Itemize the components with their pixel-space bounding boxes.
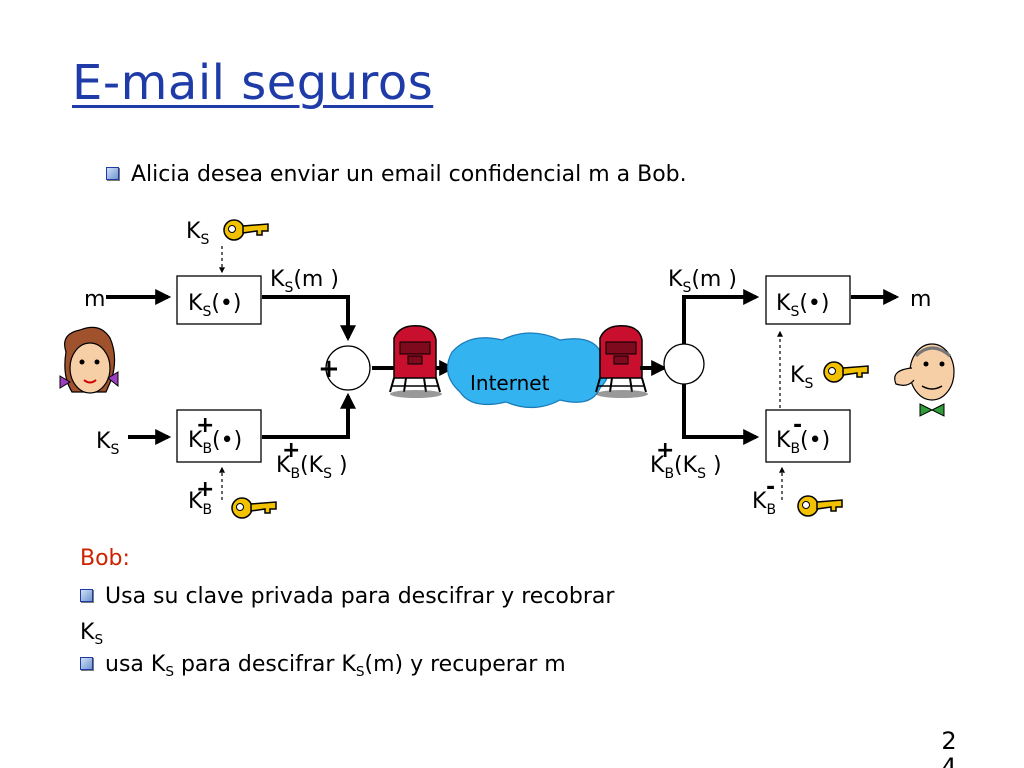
ks-key-label: KS — [186, 219, 209, 248]
public-key-encrypt-box — [176, 409, 262, 463]
page-title: E-mail seguros — [72, 55, 434, 111]
kb-ks-input-label: KB(KS ) — [650, 453, 722, 482]
kb-ks-output-label: KB(KS ) — [276, 453, 348, 482]
bob-bullet-1-continuation: KS — [80, 620, 104, 648]
internet-cloud — [446, 332, 610, 409]
bob-avatar-icon — [894, 343, 955, 417]
kb-private-key-icon — [797, 495, 843, 517]
symmetric-decrypt-label: KS(•) — [776, 291, 829, 320]
kb-private-key-minus: - — [766, 475, 775, 500]
ks-input-label: KS — [96, 429, 119, 458]
private-key-minus-sign: - — [793, 413, 802, 438]
split-circle — [663, 343, 705, 385]
kb-public-key-label: KB — [188, 489, 212, 518]
ks-m-input-arrow — [682, 289, 760, 344]
message-output-label: m — [910, 287, 931, 312]
recovered-ks-label: KS — [790, 363, 813, 392]
bob-heading: Bob: — [80, 546, 130, 571]
alice-avatar-icon — [59, 326, 119, 394]
ks-m-output-arrow — [262, 295, 356, 342]
private-key-decrypt-box — [765, 409, 851, 463]
ks-m-input-label: KS(m ) — [668, 267, 737, 296]
bob-bullet-2: usa KS para descifrar KS(m) y recuperar … — [80, 652, 566, 680]
sender-mailbox-icon — [389, 324, 443, 399]
kb-ks-output-arrow — [262, 392, 356, 439]
combine-circle — [325, 345, 371, 391]
internet-label: Internet — [470, 371, 550, 395]
kb-ks-input-plus: + — [656, 438, 674, 463]
symmetric-encrypt-label: KS(•) — [188, 291, 241, 320]
bob-bullet-1: Usa su clave privada para descifrar y re… — [80, 584, 614, 609]
symmetric-decrypt-box — [765, 275, 851, 325]
ks-key-icon — [223, 219, 269, 241]
symmetric-encrypt-box — [176, 275, 262, 325]
ks-m-output-label: KS(m ) — [270, 267, 339, 296]
intro-bullet: Alicia desea enviar un email confidencia… — [106, 162, 687, 187]
public-key-plus-sign: + — [196, 413, 214, 438]
kb-private-key-label: KB — [752, 489, 776, 518]
combine-plus-sign: + — [318, 354, 340, 384]
kb-ks-input-arrow — [682, 384, 760, 445]
public-key-encrypt-label: KB(•) — [188, 428, 242, 457]
bullet-icon — [80, 589, 93, 602]
bullet-icon — [80, 657, 93, 670]
private-key-decrypt-label: KB(•) — [776, 428, 830, 457]
kb-public-key-icon — [231, 497, 277, 519]
kb-public-key-plus: + — [196, 477, 214, 502]
bob-bullet-1-text: Usa su clave privada para descifrar y re… — [105, 584, 615, 609]
intro-bullet-text: Alicia desea enviar un email confidencia… — [131, 162, 687, 187]
kb-ks-plus-sign: + — [282, 438, 300, 463]
message-input-label: m — [84, 287, 105, 312]
recovered-ks-key-icon — [823, 361, 869, 383]
receiver-mailbox-icon — [595, 324, 649, 399]
bullet-icon — [106, 167, 119, 180]
page-number: 2 4 — [941, 728, 957, 768]
